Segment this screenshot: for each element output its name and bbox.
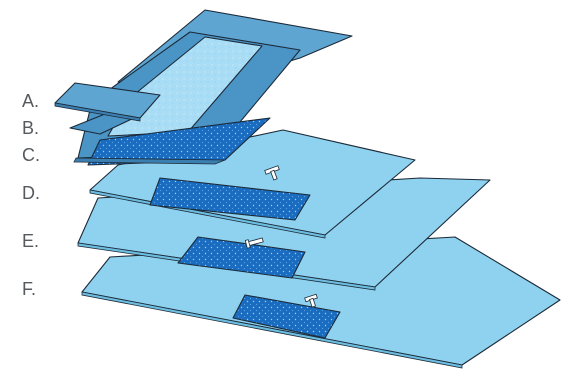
label-b: B. [22, 118, 40, 138]
layer-a-flap-edge [54, 102, 141, 122]
tab-t-icon [264, 165, 280, 181]
label-c: C. [22, 145, 40, 165]
layer-f [81, 236, 561, 369]
label-a: A. [22, 91, 40, 111]
layer-f-edge [81, 291, 463, 369]
label-d: D. [22, 183, 40, 203]
layer-c-edge [73, 157, 226, 165]
tab-t-icon [244, 237, 264, 249]
tab-t-icon [304, 293, 318, 308]
layer-e-mesh-panel [177, 236, 306, 279]
layer-d-mesh-panel [149, 177, 311, 221]
label-f: F. [22, 279, 37, 299]
folded-pack [54, 9, 353, 166]
layer-f-mesh-panel [232, 294, 341, 339]
layer-d-edge [89, 189, 326, 239]
label-e: E. [22, 231, 40, 251]
